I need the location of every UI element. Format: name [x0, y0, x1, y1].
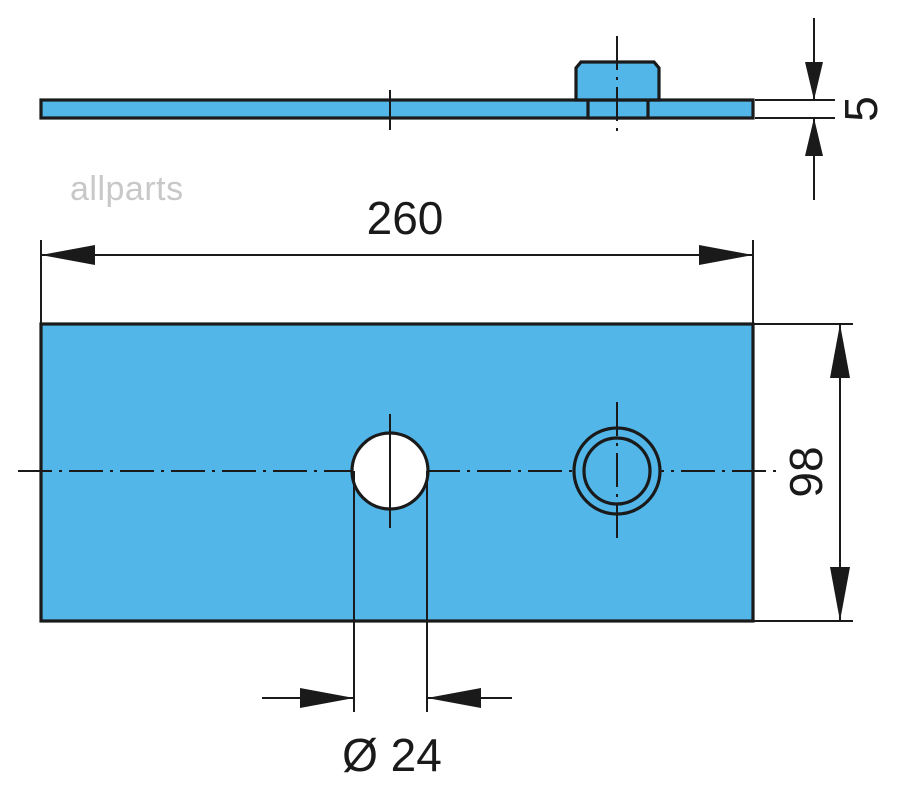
thickness-arrow-top: [805, 62, 823, 100]
width-arrow-top: [830, 324, 850, 378]
side-view-plate: [39, 98, 755, 120]
width-dimension: 98: [753, 323, 853, 622]
side-view: 5: [39, 18, 887, 200]
thickness-label: 5: [835, 96, 887, 122]
length-dimension: 260: [40, 192, 754, 324]
side-view-nut-collar: [574, 60, 661, 102]
top-view: [18, 322, 776, 623]
hole-diameter-label: Ø 24: [342, 729, 442, 781]
hole-arrow-left: [300, 688, 354, 708]
hole-diameter-dimension: Ø 24: [262, 471, 512, 781]
thickness-arrow-bottom: [805, 118, 823, 156]
length-label: 260: [367, 192, 444, 244]
width-label: 98: [780, 446, 832, 497]
width-arrow-bottom: [830, 567, 850, 621]
hole-arrow-right: [427, 688, 481, 708]
length-arrow-right: [699, 245, 753, 265]
length-arrow-left: [41, 245, 95, 265]
watermark-logo: allparts: [70, 170, 184, 208]
